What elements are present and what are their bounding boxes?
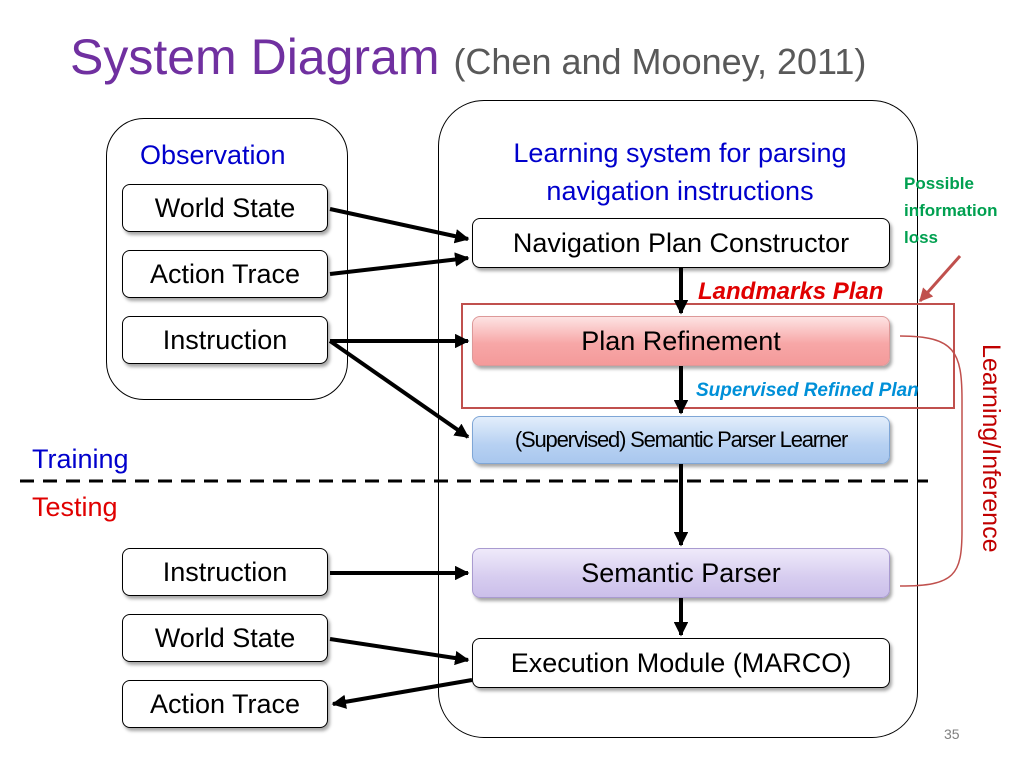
title-main: System Diagram [70,29,440,85]
arrow-action-trace-to-constructor [329,252,470,276]
supervised-refined-plan-label: Supervised Refined Plan [696,380,919,401]
testing-instruction-box: Instruction [122,548,328,596]
plan-refinement-box: Plan Refinement [472,316,890,366]
semantic-parser-box: Semantic Parser [472,548,890,598]
arrow-testing-world-state-to-execution [329,637,470,666]
execution-module-box: Execution Module (MARCO) [472,638,890,688]
possible-loss-line1: Possible [904,174,974,193]
possible-information-loss-note: Possible information loss [904,170,998,251]
navigation-plan-constructor-box: Navigation Plan Constructor [472,218,890,268]
training-label: Training [32,444,129,474]
testing-world-state-box: World State [122,614,328,662]
slide-number: 35 [944,726,960,742]
testing-label: Testing [32,492,118,522]
learning-system-heading-line2: navigation instructions [546,176,814,206]
possible-loss-line2: information [904,201,998,220]
semantic-parser-learner-box: (Supervised) Semantic Parser Learner [472,416,890,464]
arrow-information-loss [918,255,962,303]
learning-inference-label: Learning/Inference [977,344,1005,553]
possible-loss-line3: loss [904,228,939,247]
title-citation: (Chen and Mooney, 2011) [453,41,867,82]
testing-action-trace-box: Action Trace [122,680,328,728]
observation-action-trace-box: Action Trace [122,250,328,298]
learning-inference-curve [899,335,963,587]
arrow-instruction-to-learner [328,339,470,439]
observation-heading: Observation [140,140,286,170]
observation-instruction-box: Instruction [122,316,328,364]
arrow-world-state-to-constructor [329,207,470,244]
landmarks-plan-label: Landmarks Plan [698,278,884,305]
learning-system-heading: Learning system for parsing navigation i… [470,134,890,210]
observation-world-state-box: World State [122,184,328,232]
learning-system-heading-line1: Learning system for parsing [513,138,847,168]
arrow-execution-to-action-trace [331,678,473,709]
information-loss-highlight [461,303,955,409]
slide-title: System Diagram (Chen and Mooney, 2011) [70,28,866,86]
